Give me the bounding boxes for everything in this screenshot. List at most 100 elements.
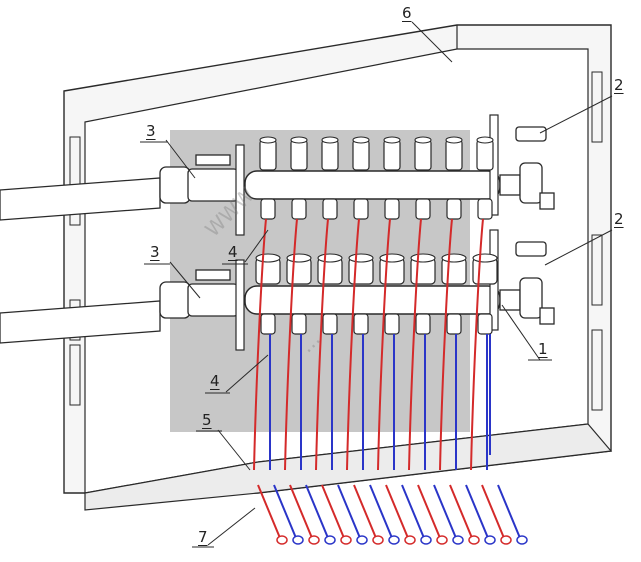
pipe-end bbox=[292, 535, 304, 545]
inlet-pipe bbox=[0, 300, 161, 344]
union-nut bbox=[159, 166, 191, 204]
outlet-fitting bbox=[446, 198, 462, 220]
pipe-end bbox=[276, 535, 288, 545]
return-pipe-exit bbox=[273, 484, 297, 539]
supply-pipe bbox=[346, 218, 360, 471]
outlet-fitting bbox=[353, 313, 369, 335]
supply-pipe-exit bbox=[481, 484, 505, 539]
callout-leader bbox=[225, 354, 269, 393]
side-slot bbox=[69, 344, 81, 406]
pipe-end bbox=[388, 535, 400, 545]
supply-pipe bbox=[470, 218, 484, 471]
callout-2-lower: 2 bbox=[614, 210, 624, 228]
callout-leader bbox=[544, 229, 613, 266]
valve-cap-top bbox=[348, 253, 374, 263]
end-fitting bbox=[519, 162, 543, 204]
outlet-fitting bbox=[291, 313, 307, 335]
drain-cock bbox=[539, 307, 555, 325]
callout-leader bbox=[165, 139, 196, 179]
valve-cap-top bbox=[317, 253, 343, 263]
flow-meter-cap bbox=[383, 139, 401, 171]
drain-cock bbox=[539, 192, 555, 210]
outlet-fitting bbox=[322, 198, 338, 220]
pipe-end bbox=[500, 535, 512, 545]
supply-manifold bbox=[159, 114, 555, 236]
callout-4-upper: 4 bbox=[228, 243, 238, 261]
pipe-end bbox=[324, 535, 336, 545]
pipe-end bbox=[436, 535, 448, 545]
supply-pipe bbox=[284, 218, 298, 471]
supply-pipe bbox=[253, 218, 267, 471]
supply-pipe-exit bbox=[385, 484, 409, 539]
flow-meter-cap bbox=[445, 139, 463, 171]
pipe-end bbox=[308, 535, 320, 545]
callout-leader bbox=[169, 261, 201, 299]
outlet-fitting bbox=[477, 198, 493, 220]
callout-leader bbox=[539, 95, 613, 134]
side-slot bbox=[591, 329, 603, 411]
return-manifold bbox=[159, 229, 555, 351]
flow-meter-top bbox=[445, 136, 463, 144]
flow-meter-top bbox=[476, 136, 494, 144]
valve-cap-top bbox=[255, 253, 281, 263]
ball-valve-body bbox=[187, 283, 239, 317]
flow-meter-cap bbox=[476, 139, 494, 171]
side-slot bbox=[591, 234, 603, 306]
supply-pipe bbox=[439, 218, 453, 471]
return-pipe-exit bbox=[369, 484, 393, 539]
supply-pipe-exit bbox=[417, 484, 441, 539]
pipe-end bbox=[404, 535, 416, 545]
outlet-fitting bbox=[353, 198, 369, 220]
manifold-bar bbox=[244, 170, 501, 200]
valve-handle bbox=[195, 269, 231, 281]
flow-meter-top bbox=[414, 136, 432, 144]
outlet-fitting bbox=[384, 313, 400, 335]
pipe-end bbox=[484, 535, 496, 545]
outlet-fitting bbox=[446, 313, 462, 335]
flow-meter-cap bbox=[321, 139, 339, 171]
flow-meter-top bbox=[321, 136, 339, 144]
callout-leader bbox=[501, 304, 541, 361]
outlet-fitting bbox=[415, 313, 431, 335]
valve-cap-top bbox=[286, 253, 312, 263]
flow-meter-top bbox=[383, 136, 401, 144]
outlet-fitting bbox=[477, 313, 493, 335]
supply-pipe bbox=[377, 218, 391, 471]
valve-cap-top bbox=[379, 253, 405, 263]
ball-valve-body bbox=[187, 168, 239, 202]
flow-meter-cap bbox=[259, 139, 277, 171]
pipe-end bbox=[420, 535, 432, 545]
flow-meter-top bbox=[352, 136, 370, 144]
return-pipe-exit bbox=[401, 484, 425, 539]
flow-meter-cap bbox=[290, 139, 308, 171]
pipe-end bbox=[468, 535, 480, 545]
union-nut bbox=[159, 281, 191, 319]
callout-4-lower: 4 bbox=[210, 372, 220, 390]
supply-pipe-exit bbox=[353, 484, 377, 539]
callout-leader bbox=[244, 229, 269, 263]
outlet-fitting bbox=[415, 198, 431, 220]
outlet-fitting bbox=[260, 198, 276, 220]
air-vent bbox=[515, 126, 547, 142]
valve-handle bbox=[195, 154, 231, 166]
callout-7: 7 bbox=[198, 528, 208, 546]
callout-1: 1 bbox=[538, 340, 548, 358]
valve-cap-top bbox=[472, 253, 498, 263]
end-fitting bbox=[519, 277, 543, 319]
outlet-fitting bbox=[260, 313, 276, 335]
outlet-fitting bbox=[291, 198, 307, 220]
flow-meter-cap bbox=[414, 139, 432, 171]
bracket-left bbox=[235, 144, 245, 236]
supply-pipe-exit bbox=[257, 484, 281, 539]
callout-leader bbox=[411, 21, 453, 63]
flow-meter-top bbox=[290, 136, 308, 144]
return-pipe-exit bbox=[305, 484, 329, 539]
outlet-fitting bbox=[322, 313, 338, 335]
air-vent bbox=[515, 241, 547, 257]
valve-cap-top bbox=[410, 253, 436, 263]
callout-3-upper: 3 bbox=[146, 122, 156, 140]
inlet-pipe bbox=[0, 177, 161, 221]
pipe-end bbox=[372, 535, 384, 545]
